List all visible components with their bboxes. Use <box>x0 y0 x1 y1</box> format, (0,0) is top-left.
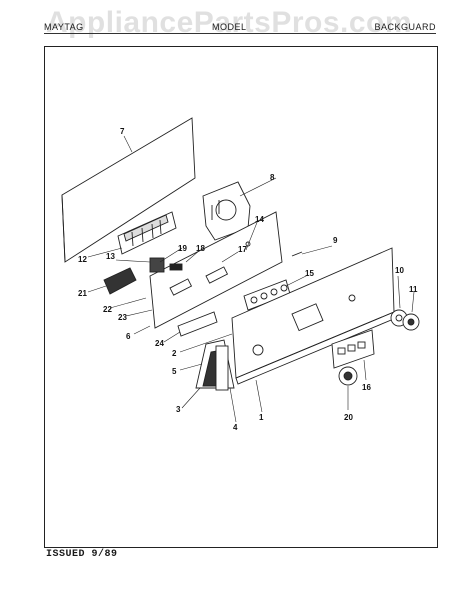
callout-24: 24 <box>155 339 164 348</box>
callout-18: 18 <box>196 244 205 253</box>
part-light-assembly <box>195 339 235 391</box>
callout-9: 9 <box>333 236 338 245</box>
callout-labels: 7 8 9 10 11 12 13 14 15 16 17 18 19 20 2… <box>78 127 418 432</box>
part-screw <box>291 251 303 257</box>
callout-2: 2 <box>172 349 177 358</box>
callout-6: 6 <box>126 332 131 341</box>
callout-17: 17 <box>238 245 247 254</box>
callout-1: 1 <box>259 413 264 422</box>
callout-10: 10 <box>395 266 404 275</box>
diagram-frame <box>44 46 438 548</box>
callout-3: 3 <box>176 405 181 414</box>
callout-14: 14 <box>255 215 264 224</box>
callout-13: 13 <box>106 252 115 261</box>
callout-23: 23 <box>118 313 127 322</box>
callout-15: 15 <box>305 269 314 278</box>
issue-date: ISSUED 9/89 <box>46 549 118 560</box>
callout-19: 19 <box>178 244 187 253</box>
part-knob <box>338 366 358 386</box>
header-model: MODEL <box>212 22 247 32</box>
callout-8: 8 <box>270 173 275 182</box>
header-brand: MAYTAG <box>44 22 84 32</box>
leader-lines <box>87 135 415 423</box>
header-rule <box>44 33 436 34</box>
part-switch <box>103 267 137 295</box>
callout-7: 7 <box>120 127 125 136</box>
header-section: BACKGUARD <box>374 22 436 32</box>
callout-4: 4 <box>233 423 238 432</box>
callout-11: 11 <box>409 285 418 294</box>
part-button-block <box>331 329 375 369</box>
part-terminal-board <box>117 211 177 255</box>
part-side-knobs <box>390 309 420 331</box>
callout-5: 5 <box>172 367 177 376</box>
callout-20: 20 <box>344 413 353 422</box>
part-control-bracket <box>149 211 283 329</box>
callout-12: 12 <box>78 255 87 264</box>
callout-16: 16 <box>362 383 371 392</box>
callout-21: 21 <box>78 289 87 298</box>
callout-22: 22 <box>103 305 112 314</box>
part-lens <box>177 311 218 337</box>
part-back-panel <box>61 117 196 263</box>
